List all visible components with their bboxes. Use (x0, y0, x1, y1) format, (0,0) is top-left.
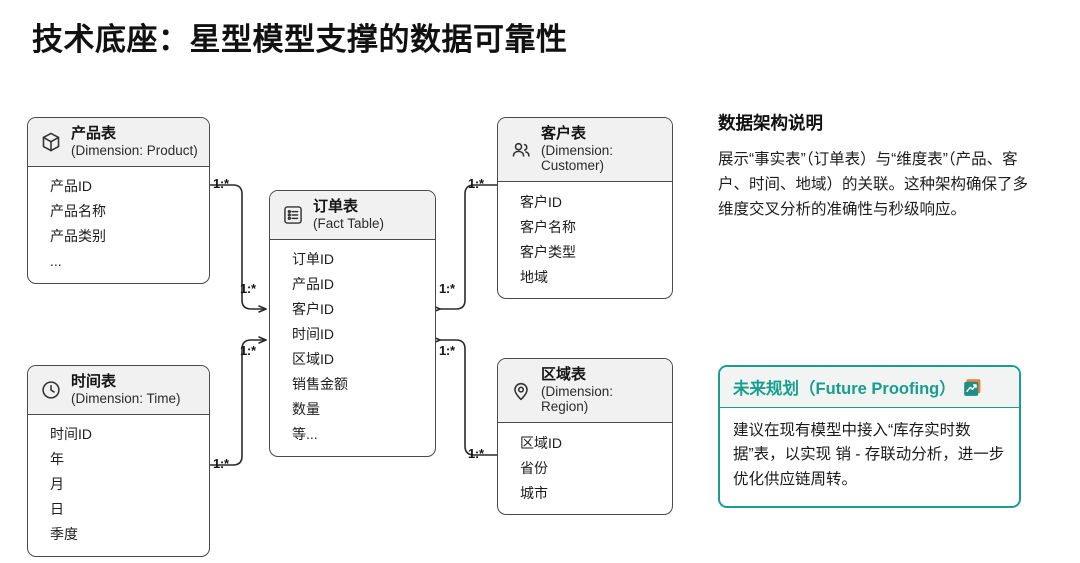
entity-title-cn-product: 产品表 (71, 125, 117, 142)
entity-titles-customer: 客户表 (Dimension: Customer) (541, 125, 662, 173)
relationship-connectors (209, 184, 498, 466)
entity-title-en-time: (Dimension: Time) (71, 390, 181, 406)
entity-fields-customer: 客户ID 客户名称 客户类型 地域 (498, 182, 672, 298)
cardinality-time-target: 1:* (240, 343, 256, 358)
entity-title-cn-fact: 订单表 (313, 198, 359, 215)
entity-field: 等... (292, 426, 318, 443)
list-icon (284, 206, 302, 224)
entity-field: 客户类型 (520, 243, 576, 260)
entity-fields-product: 产品ID 产品名称 产品类别 ... (28, 167, 209, 283)
entity-field: 月 (50, 476, 64, 493)
location-pin-icon (514, 382, 528, 400)
entity-field: 区域ID (292, 351, 334, 368)
entity-title-cn-customer: 客户表 (541, 125, 587, 142)
entity-field: 城市 (520, 484, 548, 501)
entity-field: 产品ID (50, 178, 92, 195)
entity-field: 订单ID (292, 251, 334, 268)
entity-titles-region: 区域表 (Dimension: Region) (541, 366, 662, 414)
entity-table-customer[interactable]: 客户表 (Dimension: Customer) 客户ID 客户名称 客户类型… (497, 117, 673, 300)
page-title: 技术底座：星型模型支撑的数据可靠性 (32, 22, 568, 57)
entity-header-fact: 订单表 (Fact Table) (270, 191, 435, 240)
entity-title-en-product: (Dimension: Product) (71, 142, 198, 158)
entity-header-customer: 客户表 (Dimension: Customer) (498, 118, 672, 183)
entity-field: ... (50, 253, 62, 270)
entity-table-fact-order[interactable]: 订单表 (Fact Table) 订单ID 产品ID 客户ID 时间ID 区域I… (269, 190, 436, 457)
entity-fields-time: 时间ID 年 月 日 季度 (28, 415, 209, 556)
cardinality-product-source: 1:* (213, 176, 229, 191)
entity-table-product[interactable]: 产品表 (Dimension: Product) 产品ID 产品名称 产品类别 … (27, 117, 210, 284)
entity-header-region: 区域表 (Dimension: Region) (498, 359, 672, 424)
entity-table-region[interactable]: 区域表 (Dimension: Region) 区域ID 省份 城市 (497, 358, 673, 516)
cardinality-customer-target: 1:* (439, 281, 455, 296)
entity-title-cn-time: 时间表 (71, 373, 117, 390)
entity-field: 产品类别 (50, 228, 106, 245)
entity-field: 产品ID (292, 276, 334, 293)
entity-field: 产品名称 (50, 203, 106, 220)
cardinality-region-target: 1:* (439, 343, 455, 358)
entity-title-cn-region: 区域表 (541, 366, 587, 383)
entity-field: 区域ID (520, 434, 562, 451)
future-proofing-header: 未来规划（Future Proofing） (720, 367, 1019, 408)
entity-field: 日 (50, 501, 64, 518)
users-icon (512, 142, 530, 157)
entity-field: 季度 (50, 526, 78, 543)
cardinality-customer-source: 1:* (468, 176, 484, 191)
entity-field: 地域 (520, 268, 548, 285)
clock-icon (42, 381, 60, 399)
entity-field: 时间ID (292, 326, 334, 343)
star-schema-diagram: 1:* 1:* 1:* 1:* 1:* 1:* 1:* 1:* 产品表 (Dim… (27, 117, 673, 557)
architecture-explanation-panel: 数据架构说明 展示“事实表”（订单表）与“维度表”（产品、客户、时间、地域）的关… (718, 110, 1028, 222)
entity-title-en-region: (Dimension: Region) (541, 383, 614, 414)
entity-field: 年 (50, 451, 64, 468)
entity-titles-fact: 订单表 (Fact Table) (313, 198, 385, 231)
entity-field: 数量 (292, 401, 320, 418)
cardinality-time-source: 1:* (213, 456, 229, 471)
side-panel-body: 展示“事实表”（订单表）与“维度表”（产品、客户、时间、地域）的关联。这种架构确… (718, 151, 1029, 219)
chart-increasing-icon (963, 378, 981, 396)
future-proofing-callout: 未来规划（Future Proofing） 建议在现有模型中接入“库存实时数据”… (718, 365, 1021, 509)
entity-header-time: 时间表 (Dimension: Time) (28, 366, 209, 415)
entity-fields-fact: 订单ID 产品ID 客户ID 时间ID 区域ID 销售金额 数量 等... (270, 240, 435, 456)
entity-field: 客户ID (520, 193, 562, 210)
entity-title-en-fact: (Fact Table) (313, 215, 385, 231)
entity-field: 省份 (520, 459, 548, 476)
entity-field: 销售金额 (292, 376, 348, 393)
entity-fields-region: 区域ID 省份 城市 (498, 423, 672, 514)
entity-title-en-customer: (Dimension: Customer) (541, 142, 614, 173)
cardinality-region-source: 1:* (468, 446, 484, 461)
entity-table-time[interactable]: 时间表 (Dimension: Time) 时间ID 年 月 日 季度 (27, 365, 210, 557)
entity-field: 客户ID (292, 301, 334, 318)
entity-field: 客户名称 (520, 218, 576, 235)
entity-titles-product: 产品表 (Dimension: Product) (71, 125, 198, 158)
box-icon (42, 132, 60, 152)
side-panel-heading: 数据架构说明 (718, 113, 823, 133)
entity-field: 时间ID (50, 426, 92, 443)
future-proofing-title: 未来规划（Future Proofing） (733, 380, 956, 398)
cardinality-product-target: 1:* (240, 281, 256, 296)
entity-header-product: 产品表 (Dimension: Product) (28, 118, 209, 167)
entity-titles-time: 时间表 (Dimension: Time) (71, 373, 181, 406)
future-proofing-body: 建议在现有模型中接入“库存实时数据”表，以实现 销 - 存联动分析，进一步优化供… (733, 422, 1005, 488)
